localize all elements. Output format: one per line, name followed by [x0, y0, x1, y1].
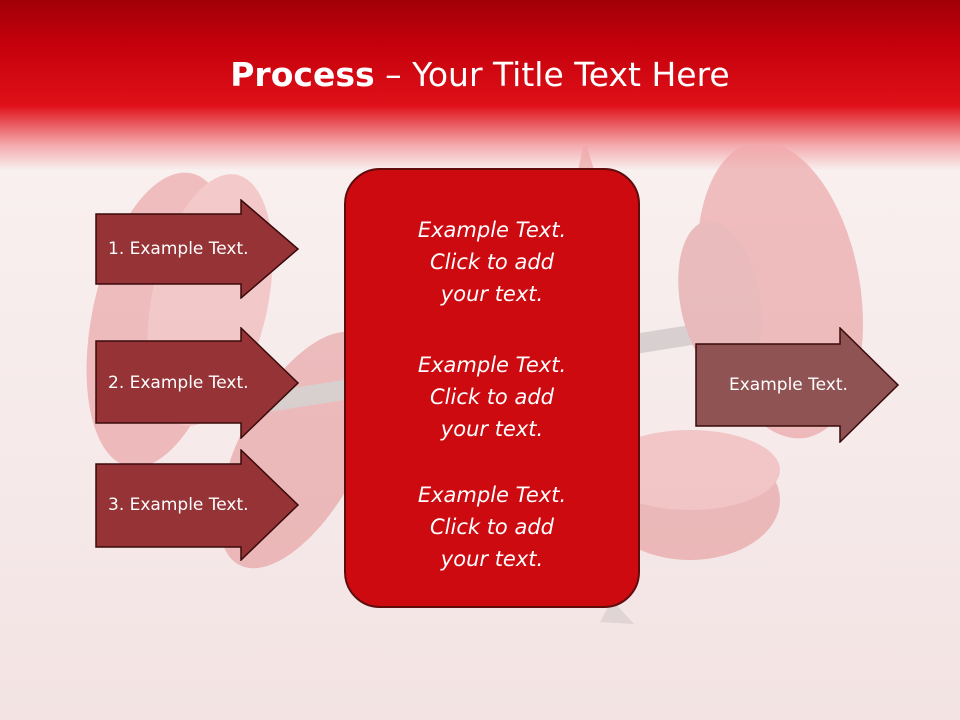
left-arrow-3[interactable]: 3. Example Text. — [95, 449, 300, 561]
center-text-box[interactable]: Example Text. Click to add your text. Ex… — [344, 168, 640, 608]
left-arrow-label: 2. Example Text. — [108, 373, 249, 393]
right-arrow-label: Example Text. — [729, 375, 848, 395]
left-arrow-1[interactable]: 1. Example Text. — [95, 199, 300, 299]
slide-header — [0, 0, 960, 170]
center-text-block-3: Example Text. Click to add your text. — [346, 479, 638, 575]
center-text-block-2: Example Text. Click to add your text. — [346, 349, 638, 445]
center-text-block-1: Example Text. Click to add your text. — [346, 214, 638, 310]
title-bold: Process — [230, 55, 375, 94]
arrow-shape — [95, 199, 300, 299]
center-line: your text. — [440, 282, 544, 306]
title-rest: – Your Title Text Here — [374, 55, 730, 94]
center-line: your text. — [440, 417, 544, 441]
center-line: Example Text. — [417, 353, 567, 377]
arrow-shape — [95, 449, 300, 561]
right-arrow[interactable]: Example Text. — [695, 327, 900, 443]
center-line: Click to add — [429, 515, 554, 539]
slide-title[interactable]: Process – Your Title Text Here — [0, 52, 960, 98]
left-arrow-label: 1. Example Text. — [108, 239, 249, 259]
center-line: Example Text. — [417, 218, 567, 242]
left-arrow-label: 3. Example Text. — [108, 495, 249, 515]
center-line: Example Text. — [417, 483, 567, 507]
arrow-shape — [95, 327, 300, 439]
left-arrow-2[interactable]: 2. Example Text. — [95, 327, 300, 439]
center-line: your text. — [440, 547, 544, 571]
center-line: Click to add — [429, 385, 554, 409]
center-line: Click to add — [429, 250, 554, 274]
arrow-shape — [695, 327, 900, 443]
